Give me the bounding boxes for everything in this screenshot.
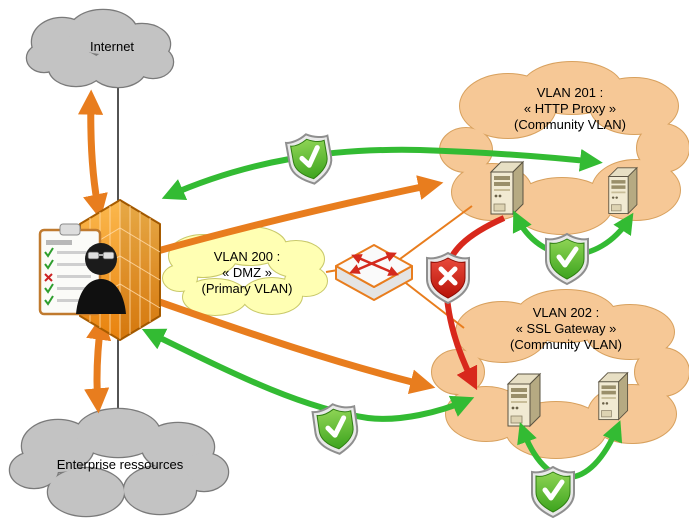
vlan201-title: VLAN 201 : <box>537 85 604 100</box>
spy-icon <box>76 243 126 314</box>
allowed-shield-icon-1 <box>285 131 335 188</box>
switch-icon <box>335 244 413 301</box>
vlan200-title: VLAN 200 : <box>214 249 281 264</box>
arrow-allowed-vlan202 <box>141 328 475 422</box>
vlan202-title: VLAN 202 : <box>533 305 600 320</box>
allowed-shield-icon-4 <box>532 467 574 517</box>
ssl-gateway-server-1-icon <box>507 373 541 427</box>
ssl-gateway-server-2-icon <box>598 372 629 421</box>
arrow-firewall-enterprise <box>84 314 112 414</box>
internet-label: Internet <box>90 39 134 54</box>
allowed-shield-icon-2 <box>546 234 588 284</box>
arrow-allowed-vlan201 <box>161 146 603 201</box>
vlan200-type: (Primary VLAN) <box>201 281 292 296</box>
http-proxy-server-1-icon <box>490 161 524 215</box>
vlan202-type: (Community VLAN) <box>510 337 622 352</box>
vlan201-type: (Community VLAN) <box>514 117 626 132</box>
switch-arrows-icon <box>349 252 399 276</box>
link-switch-vlan201 <box>399 205 473 260</box>
arrow-firewall-internet <box>77 89 108 220</box>
blocked-shield-icon <box>427 253 469 303</box>
vlan201-name: « HTTP Proxy » <box>524 101 616 116</box>
arrow-firewall-vlan202 <box>152 296 436 395</box>
vlan200-name: « DMZ » <box>222 265 272 280</box>
enterprise-label: Enterprise ressources <box>57 457 184 472</box>
auditor-icon <box>38 223 126 316</box>
vlan202-name: « SSL Gateway » <box>516 321 617 336</box>
http-proxy-server-2-icon <box>608 167 638 214</box>
